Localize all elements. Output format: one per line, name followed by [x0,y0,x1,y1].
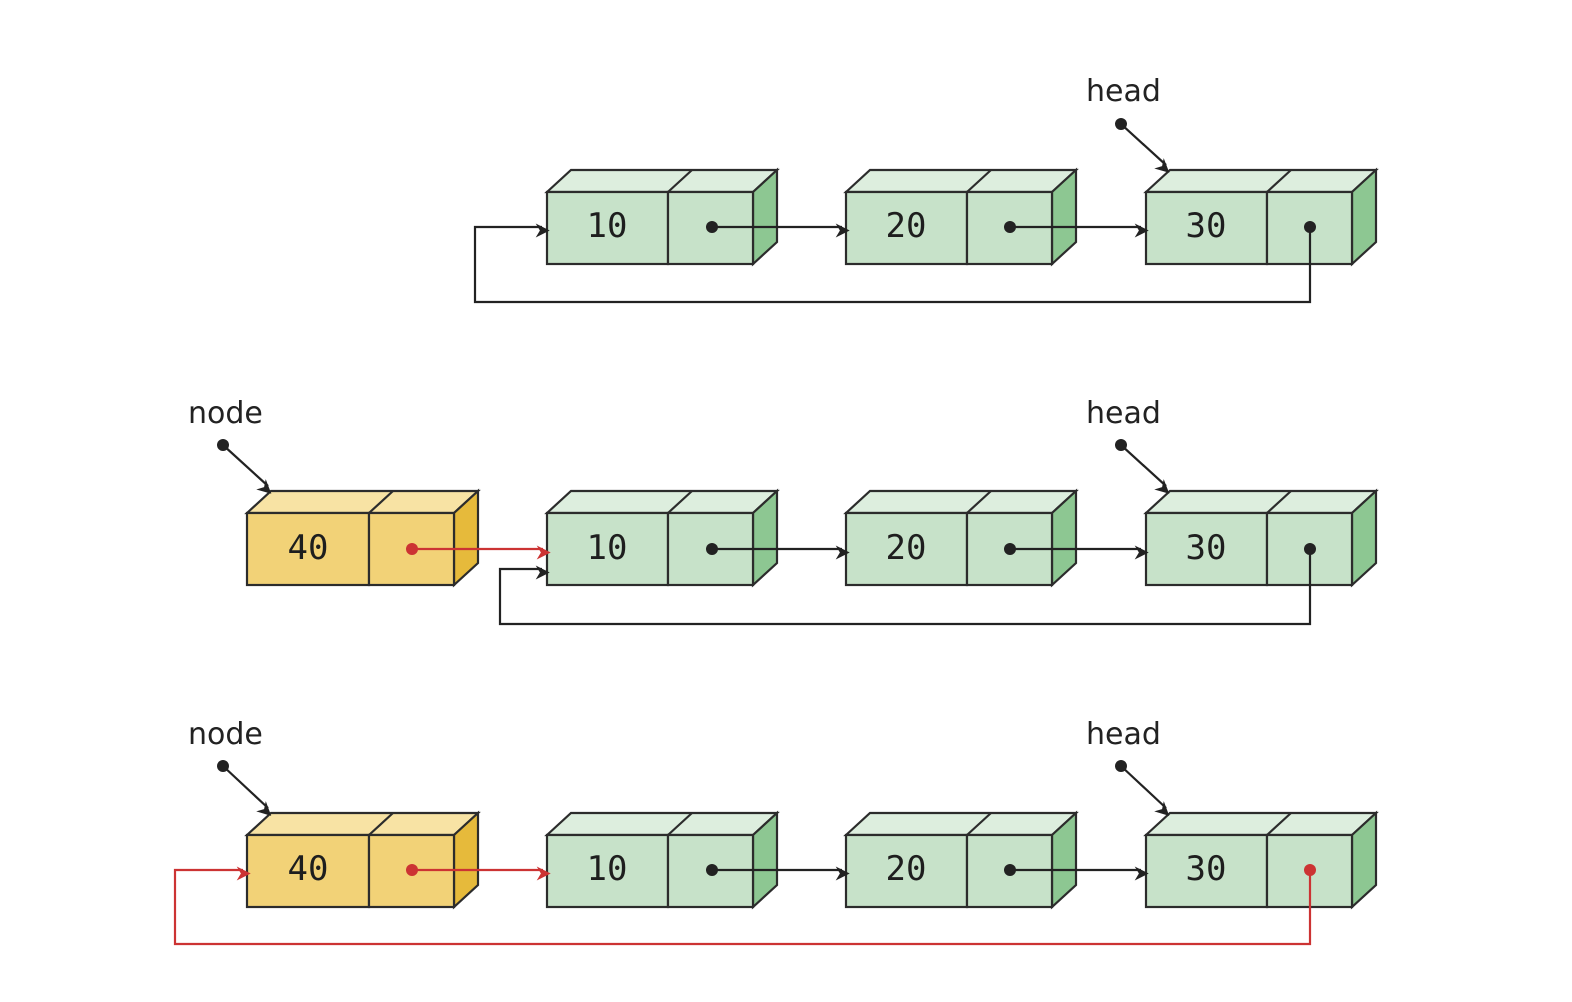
node-top-divider [667,812,693,836]
pointer-dot [217,760,229,772]
node-top-face [1143,168,1379,194]
node-pointer-arrow [222,765,272,816]
row-2-node-points-to-head-next: 40 10 20 30 [188,396,1379,626]
pointer-dot [406,864,418,876]
circular-link-arrow-red [173,866,1312,946]
pointer-dot [217,439,229,451]
pointer-dot [706,221,718,233]
node-value-cell [1144,511,1269,587]
node-value: 30 [1186,849,1227,889]
node-top-face [244,489,481,515]
node-value: 20 [886,849,927,889]
node-value: 10 [587,206,628,246]
pointer-dot [1304,543,1316,555]
node-top-face [1143,489,1379,515]
head-label: head [1086,717,1161,752]
node-value: 30 [1186,206,1227,246]
list-node: 30 [1143,488,1379,588]
node-value-cell [245,833,371,909]
list-node: 20 [843,810,1079,910]
head-label: head [1086,396,1161,431]
head-pointer-arrow [1120,123,1170,173]
node-top-divider [667,490,693,514]
node-top-face [843,489,1079,515]
list-node: 30 [1143,167,1379,267]
pointer-dot [1115,118,1127,130]
pointer-dot [1004,543,1016,555]
pointer-dot [1115,760,1127,772]
row-1-initial-list: 10 20 30 head [473,74,1379,304]
node-value: 40 [288,528,329,568]
node-value-cell [844,833,969,909]
row-3-tail-points-to-node: 40 10 20 30 [173,717,1379,946]
circular-link-arrow [498,549,1312,626]
pointer-dot [1004,221,1016,233]
node-value: 40 [288,849,329,889]
list-node: 10 [544,810,780,910]
node-top-divider [966,812,992,836]
node-top-face [544,811,780,837]
new-list-node: 40 [244,488,481,588]
node-top-divider [966,490,992,514]
node-value: 20 [886,528,927,568]
node-top-divider [1266,169,1292,193]
node-label: node [188,717,263,752]
node-top-divider [667,169,693,193]
pointer-dot [706,864,718,876]
node-pointer-arrow [222,444,272,494]
node-value: 10 [587,849,628,889]
pointer-dot [1115,439,1127,451]
head-pointer-arrow [1120,765,1170,816]
pointer-dot [406,543,418,555]
node-top-divider [368,812,394,836]
node-top-face [544,489,780,515]
node-value-cell [245,511,371,587]
pointer-dot [1004,864,1016,876]
node-top-divider [1266,812,1292,836]
node-top-face [1143,811,1379,837]
node-top-divider [368,490,394,514]
node-top-face [544,168,780,194]
list-node: 10 [544,167,780,267]
pointer-dot [706,543,718,555]
node-value-cell [844,511,969,587]
list-node: 30 [1143,810,1379,910]
head-pointer-arrow [1120,444,1170,494]
node-top-face [843,168,1079,194]
node-label: node [188,396,263,431]
new-list-node: 40 [244,810,481,910]
circular-link-arrow [473,223,1312,304]
node-value: 10 [587,528,628,568]
node-value: 20 [886,206,927,246]
node-value: 30 [1186,528,1227,568]
node-top-divider [966,169,992,193]
list-node: 20 [843,167,1079,267]
node-value-cell [1144,833,1269,909]
node-top-divider [1266,490,1292,514]
list-node: 20 [843,488,1079,588]
pointer-dot [1304,221,1316,233]
pointer-dot [1304,864,1316,876]
node-top-face [244,811,481,837]
list-node: 10 [544,488,780,588]
node-top-face [843,811,1079,837]
head-label: head [1086,74,1161,109]
